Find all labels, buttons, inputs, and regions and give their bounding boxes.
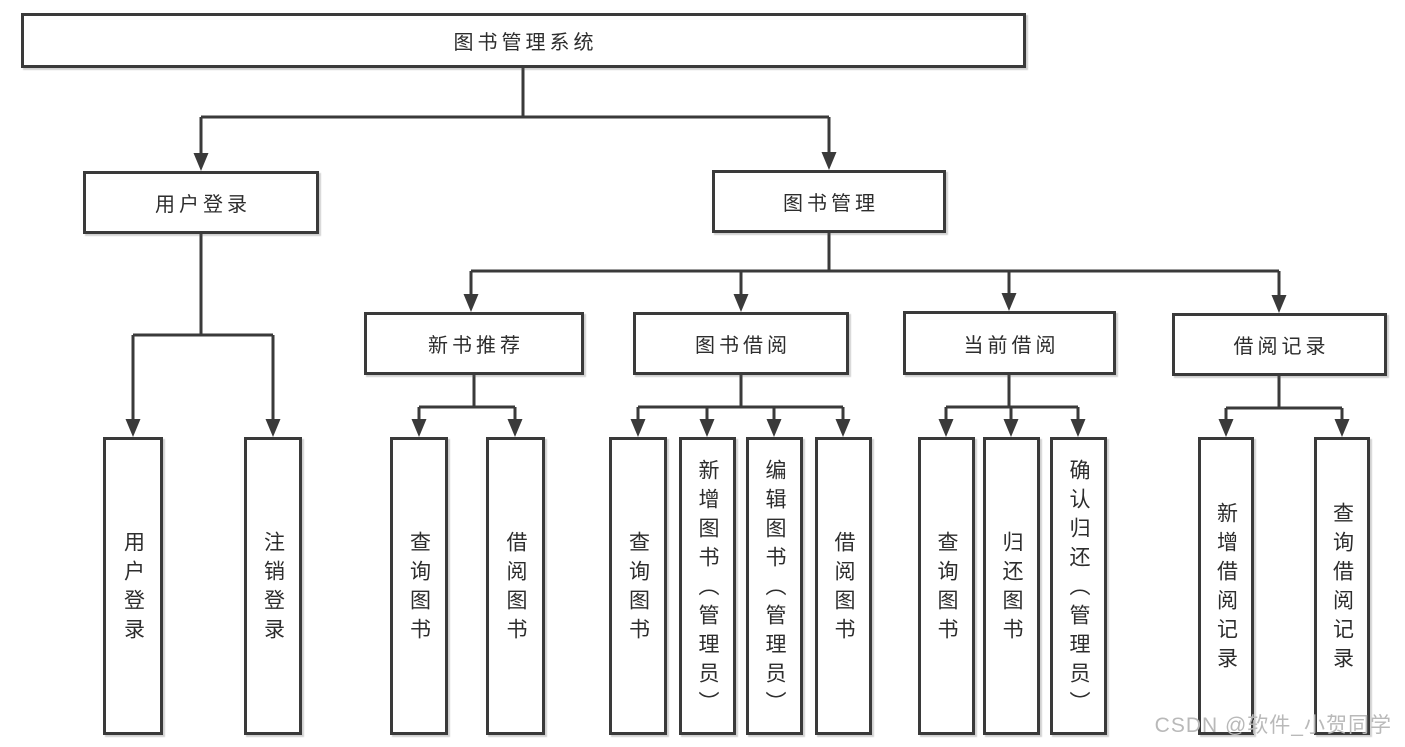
- watermark: CSDN @软件_小贺同学: [1154, 714, 1392, 737]
- leaf-return-book-label: 归还图书: [1000, 531, 1023, 647]
- leaf-borrow-books-2: 借阅图书: [815, 437, 872, 735]
- node-user-login: 用户登录: [83, 171, 319, 234]
- leaf-add-book-admin-label: 新增图书（管理员）: [696, 458, 719, 720]
- leaf-add-book-admin: 新增图书（管理员）: [679, 437, 736, 735]
- node-root-label: 图书管理系统: [453, 32, 598, 54]
- node-new-book-recommend-label: 新书推荐: [428, 335, 524, 357]
- node-current-borrowing-label: 当前借阅: [963, 334, 1060, 357]
- leaf-borrow-books-2-label: 借阅图书: [832, 531, 855, 647]
- leaf-query-books-1-label: 查询图书: [407, 531, 431, 647]
- leaf-query-books-3: 查询图书: [918, 437, 975, 735]
- node-user-login-label: 用户登录: [155, 194, 251, 216]
- leaf-add-borrow-record: 新增借阅记录: [1198, 437, 1254, 735]
- leaf-query-books-2-label: 查询图书: [626, 531, 650, 647]
- leaf-query-borrow-record-label: 查询借阅记录: [1330, 502, 1354, 676]
- leaf-logout-label: 注销登录: [261, 531, 285, 647]
- node-book-borrowing-label: 图书借阅: [695, 335, 791, 357]
- leaf-borrow-books-1: 借阅图书: [486, 437, 545, 735]
- node-root: 图书管理系统: [21, 13, 1026, 68]
- arrowheads: [125, 152, 1350, 437]
- leaf-query-borrow-record: 查询借阅记录: [1314, 437, 1370, 735]
- node-borrowing-records-label: 借阅记录: [1233, 336, 1330, 358]
- leaf-logout: 注销登录: [244, 437, 302, 735]
- node-current-borrowing: 当前借阅: [903, 311, 1116, 375]
- node-new-book-recommend: 新书推荐: [364, 312, 584, 375]
- leaf-user-login-label: 用户登录: [121, 531, 145, 647]
- node-book-management-label: 图书管理: [783, 193, 879, 215]
- leaf-user-login: 用户登录: [103, 437, 163, 735]
- leaf-query-books-1: 查询图书: [390, 437, 448, 735]
- node-book-management: 图书管理: [712, 170, 946, 233]
- leaf-borrow-books-1-label: 借阅图书: [504, 531, 527, 647]
- leaf-query-books-3-label: 查询图书: [935, 531, 958, 647]
- leaf-query-books-2: 查询图书: [609, 437, 667, 735]
- leaf-confirm-return-admin-label: 确认归还（管理员）: [1067, 458, 1090, 720]
- node-borrowing-records: 借阅记录: [1172, 313, 1387, 376]
- leaf-edit-book-admin: 编辑图书（管理员）: [746, 437, 803, 735]
- node-book-borrowing: 图书借阅: [633, 312, 849, 375]
- leaf-return-book: 归还图书: [983, 437, 1040, 735]
- leaf-edit-book-admin-label: 编辑图书（管理员）: [763, 458, 786, 720]
- leaf-confirm-return-admin: 确认归还（管理员）: [1050, 437, 1107, 735]
- leaf-add-borrow-record-label: 新增借阅记录: [1214, 502, 1238, 676]
